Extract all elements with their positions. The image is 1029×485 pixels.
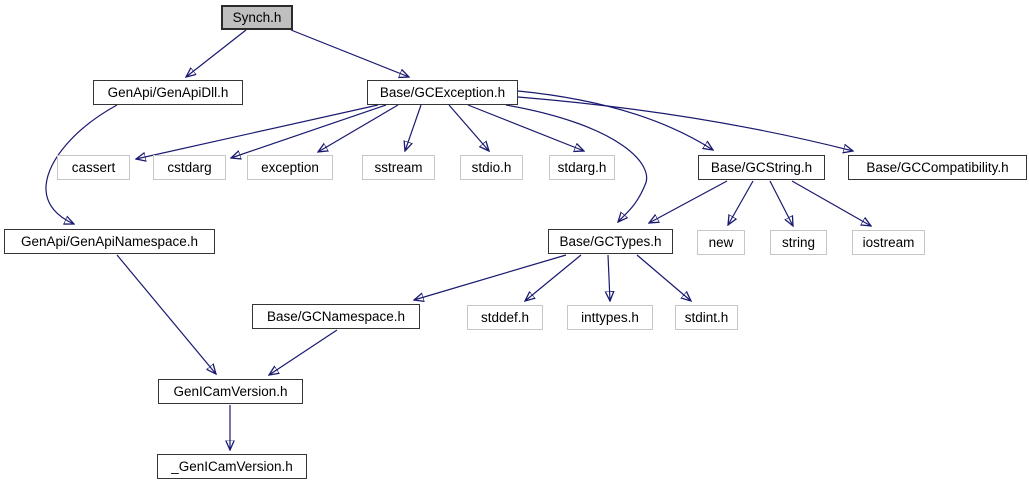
node-label: stddef.h [480,310,530,325]
node-base-gccompatibility-h[interactable]: Base/GCCompatibility.h [848,155,1027,180]
node-inttypes-h: inttypes.h [567,305,653,330]
edge-gctypes-to-inttypes [608,254,610,301]
node-cassert: cassert [57,155,130,180]
edge-gcexception-to-stdio [448,104,489,151]
node-_genicamversion-h[interactable]: _GenICamVersion.h [157,454,307,479]
node-stdio-h: stdio.h [460,155,523,180]
edge-gcexception-to-gcstring [517,90,713,150]
node-base-gcnamespace-h[interactable]: Base/GCNamespace.h [252,304,420,329]
edge-gcexception-to-sstream [405,104,422,151]
node-genapi-genapidll-h[interactable]: GenApi/GenApiDll.h [93,80,243,105]
edge-gctypes-to-stdint [636,254,691,301]
edge-gcexception-to-cstdarg [231,104,387,158]
edge-genapinamespace-to-genicamversion [116,254,216,374]
node-label: cstdarg [167,160,212,175]
node-label: GenApi/GenApiDll.h [107,85,229,100]
edge-gcexception-to-gccompatibility [517,96,853,151]
node-genicamversion-h[interactable]: GenICamVersion.h [158,379,303,404]
edge-gcexception-to-cassert [136,104,379,159]
node-label: Base/GCNamespace.h [266,309,406,324]
node-label: cassert [71,160,116,175]
node-base-gctypes-h[interactable]: Base/GCTypes.h [548,229,673,254]
node-label: iostream [862,235,915,250]
node-label: stdarg.h [557,160,607,175]
node-base-gcstring-h[interactable]: Base/GCString.h [698,155,825,180]
node-genapi-genapinamespace-h[interactable]: GenApi/GenApiNamespace.h [4,229,215,254]
edge-gcstring-to-iostream [791,180,871,226]
node-label: Base/GCTypes.h [559,234,662,249]
edge-gcstring-to-new [728,180,754,225]
node-label: new [708,235,734,250]
node-iostream: iostream [852,230,925,255]
edge-synch-to-genapidll [186,29,247,77]
node-base-gcexception-h[interactable]: Base/GCException.h [367,80,518,105]
node-label: _GenICamVersion.h [171,459,293,474]
edge-gctypes-to-stddef [525,254,582,301]
node-cstdarg: cstdarg [153,155,226,180]
node-stdarg-h: stdarg.h [549,155,615,180]
node-label: inttypes.h [581,310,639,325]
node-label: GenICamVersion.h [173,384,288,399]
edge-gcexception-to-exception [318,104,399,152]
node-label: Synch.h [232,10,282,25]
node-string: string [770,230,827,255]
node-new: new [697,230,745,255]
edge-synch-to-gcexception [290,29,409,77]
edge-gctypes-to-gcnamespace [414,254,567,300]
node-stdint-h: stdint.h [675,305,738,330]
node-label: exception [261,160,319,175]
edge-gcstring-to-gctypes [649,180,728,223]
node-label: Base/GCCompatibility.h [866,160,1009,175]
node-stddef-h: stddef.h [467,305,543,330]
node-label: sstream [374,160,423,175]
node-label: GenApi/GenApiNamespace.h [20,234,199,249]
node-label: Base/GCString.h [710,160,813,175]
node-label: stdio.h [471,160,512,175]
edge-gcstring-to-string [769,180,793,226]
node-exception: exception [247,155,333,180]
edge-gcnamespace-to-genicamversion [269,329,338,375]
node-label: string [781,235,815,250]
node-sstream: sstream [362,155,435,180]
node-synch-h: Synch.h [221,5,293,30]
edge-gcexception-to-stdarg [467,104,584,151]
node-label: stdint.h [684,310,729,325]
node-label: Base/GCException.h [379,85,506,100]
